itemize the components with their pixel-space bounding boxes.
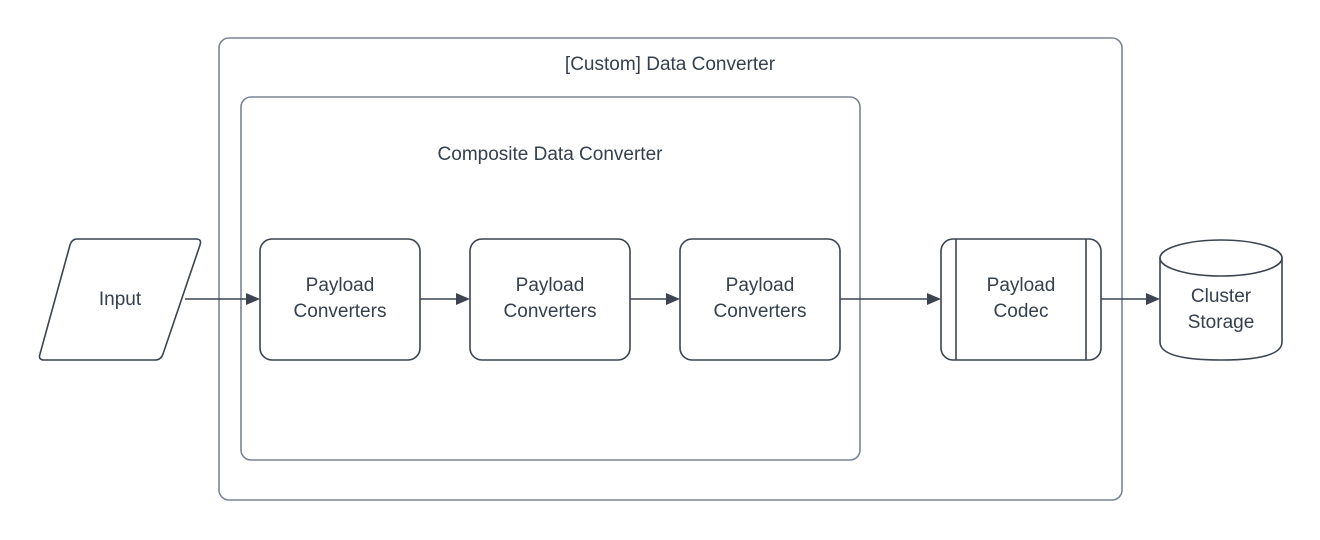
connector-pc3-to-codec-arrowhead [927,293,941,305]
node-payload-converters-3[interactable]: Payload Converters [679,238,841,361]
payload-converters-2-label-line1: Payload [516,275,585,296]
cluster-storage-label-line2: Storage [1188,312,1255,333]
payload-converters-1-shape [259,238,421,361]
payload-converters-1-label-line1: Payload [306,275,375,296]
payload-converters-3-label-line1: Payload [726,275,795,296]
payload-converters-2-label-line2: Converters [504,301,597,322]
payload-converters-2-shape [469,238,631,361]
node-cluster-storage[interactable]: Cluster Storage [1159,239,1283,361]
composite-data-converter-border [240,96,861,461]
container-custom-data-converter[interactable]: [Custom] Data Converter [218,37,1123,501]
connector-pc1-to-pc2-arrowhead [456,293,470,305]
connector-pc2-to-pc3 [630,293,680,305]
connector-input-to-pc1-arrowhead [246,293,260,305]
payload-converters-3-shape [679,238,841,361]
cluster-storage-body [1159,257,1283,361]
payload-codec-label-line2: Codec [994,301,1049,322]
node-payload-converters-2[interactable]: Payload Converters [469,238,631,361]
custom-data-converter-border [218,37,1123,501]
connector-codec-to-storage [1101,293,1160,305]
payload-codec-label-line1: Payload [987,275,1056,296]
cluster-storage-label-line1: Cluster [1191,286,1252,307]
node-input[interactable]: Input [38,238,202,361]
node-payload-converters-1[interactable]: Payload Converters [259,238,421,361]
connector-pc2-to-pc3-arrowhead [666,293,680,305]
composite-data-converter-label: Composite Data Converter [438,144,664,165]
input-shape [38,238,202,361]
connector-codec-to-storage-arrowhead [1146,293,1160,305]
container-composite-data-converter[interactable]: Composite Data Converter [240,96,861,461]
connector-pc1-to-pc2 [420,293,470,305]
input-label: Input [99,289,142,310]
custom-data-converter-label: [Custom] Data Converter [565,54,776,75]
payload-converters-3-label-line2: Converters [714,301,807,322]
node-payload-codec[interactable]: Payload Codec [940,238,1102,361]
connector-input-to-pc1 [185,293,260,305]
payload-codec-shape [940,238,1102,361]
payload-converters-1-label-line2: Converters [294,301,387,322]
cluster-storage-top [1159,239,1283,277]
connector-pc3-to-codec [840,293,941,305]
